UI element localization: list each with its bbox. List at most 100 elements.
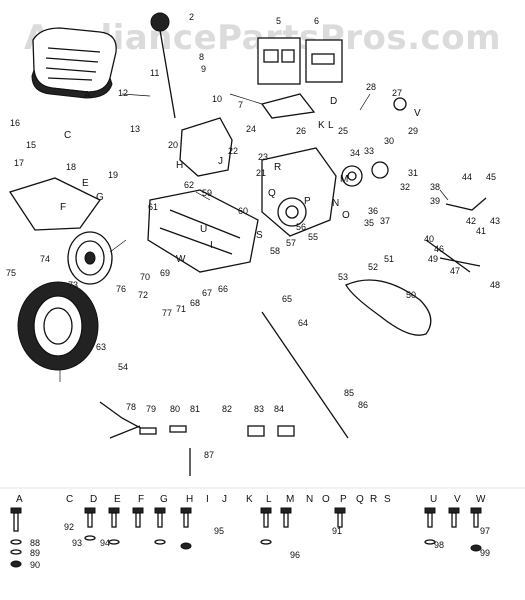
part-label-41: 41 xyxy=(476,226,486,236)
key-letter-V: V xyxy=(454,494,461,505)
part-label-94: 94 xyxy=(100,538,110,548)
part-label-76: 76 xyxy=(116,284,126,294)
part-label-98: 98 xyxy=(434,540,444,550)
key-letter-J: J xyxy=(222,494,227,505)
letter-W: W xyxy=(176,254,186,265)
key-letter-P: P xyxy=(340,494,347,505)
fender-panel xyxy=(8,177,101,231)
part-label-93: 93 xyxy=(72,538,82,548)
part-label-62: 62 xyxy=(184,180,194,190)
part-label-55: 55 xyxy=(308,232,318,242)
part-label-50: 50 xyxy=(406,290,416,300)
part-label-63: 63 xyxy=(96,342,106,352)
part-label-7: 7 xyxy=(238,100,243,110)
key-letter-R: R xyxy=(370,494,377,505)
part-label-92: 92 xyxy=(64,522,74,532)
key-letter-M: M xyxy=(286,494,294,505)
part-label-95: 95 xyxy=(214,526,224,536)
part-label-28: 28 xyxy=(366,82,376,92)
part-label-44: 44 xyxy=(462,172,472,182)
part-label-65: 65 xyxy=(282,294,292,304)
key-letter-U: U xyxy=(430,494,437,505)
part-label-83: 83 xyxy=(254,404,264,414)
part-label-51: 51 xyxy=(384,254,394,264)
part-label-47: 47 xyxy=(450,266,460,276)
key-letter-I: I xyxy=(206,494,209,505)
transmission-assembly xyxy=(261,147,363,237)
letter-C: C xyxy=(64,130,71,141)
letter-J: J xyxy=(218,156,223,167)
part-label-29: 29 xyxy=(408,126,418,136)
part-label-18: 18 xyxy=(66,162,76,172)
part-label-23: 23 xyxy=(258,152,268,162)
letter-G: G xyxy=(96,192,104,203)
part-label-34: 34 xyxy=(350,148,360,158)
part-label-57: 57 xyxy=(286,238,296,248)
console-plates xyxy=(257,37,343,85)
letter-R: R xyxy=(274,162,281,173)
callout-labels: 2 5 6 7 8 9 10 11 12 13 15 16 17 18 19 2… xyxy=(6,12,500,570)
part-label-39: 39 xyxy=(430,196,440,206)
part-label-90: 90 xyxy=(30,560,40,570)
diagram-letter-labels: A C D E F G H I J K L M N O P Q R S U V … xyxy=(60,90,421,265)
letter-I: I xyxy=(210,240,213,251)
part-label-33: 33 xyxy=(364,146,374,156)
part-label-20: 20 xyxy=(168,140,178,150)
part-label-35: 35 xyxy=(364,218,374,228)
part-label-2: 2 xyxy=(189,12,194,22)
letter-D: D xyxy=(330,96,337,107)
hardware-bolts xyxy=(10,507,482,568)
part-label-73: 73 xyxy=(68,280,78,290)
shift-rod xyxy=(261,311,349,439)
part-label-27: 27 xyxy=(392,88,402,98)
part-label-16: 16 xyxy=(10,118,20,128)
part-label-46: 46 xyxy=(434,244,444,254)
key-letter-H: H xyxy=(186,494,193,505)
part-label-48: 48 xyxy=(490,280,500,290)
letter-N: N xyxy=(332,198,339,209)
letter-A: A xyxy=(84,90,91,101)
part-label-81: 81 xyxy=(190,404,200,414)
part-label-8: 8 xyxy=(199,52,204,62)
part-label-54: 54 xyxy=(118,362,128,372)
part-label-12: 12 xyxy=(118,88,128,98)
key-letter-Q: Q xyxy=(356,494,364,505)
brake-linkage xyxy=(99,401,295,476)
part-label-60: 60 xyxy=(238,206,248,216)
part-label-72: 72 xyxy=(138,290,148,300)
letter-L: L xyxy=(328,120,334,131)
part-label-84: 84 xyxy=(274,404,284,414)
part-label-87: 87 xyxy=(204,450,214,460)
key-letter-W: W xyxy=(476,494,486,505)
part-label-89: 89 xyxy=(30,548,40,558)
part-label-77: 77 xyxy=(162,308,172,318)
key-letter-A: A xyxy=(16,494,23,505)
part-label-38: 38 xyxy=(430,182,440,192)
part-label-42: 42 xyxy=(466,216,476,226)
part-label-9: 9 xyxy=(201,64,206,74)
drive-belt xyxy=(345,279,432,336)
part-label-53: 53 xyxy=(338,272,348,282)
part-label-64: 64 xyxy=(298,318,308,328)
part-label-74: 74 xyxy=(40,254,50,264)
part-label-21: 21 xyxy=(256,168,266,178)
part-label-80: 80 xyxy=(170,404,180,414)
part-label-24: 24 xyxy=(246,124,256,134)
dash-housing xyxy=(150,12,316,177)
leader-lines xyxy=(59,93,449,382)
part-label-78: 78 xyxy=(126,402,136,412)
letter-V: V xyxy=(414,108,421,119)
letter-P: P xyxy=(304,196,311,207)
key-letter-K: K xyxy=(246,494,253,505)
part-label-71: 71 xyxy=(176,304,186,314)
part-label-11: 11 xyxy=(150,68,159,78)
part-label-30: 30 xyxy=(384,136,394,146)
part-label-91: 91 xyxy=(332,526,342,536)
part-label-45: 45 xyxy=(486,172,496,182)
part-label-26: 26 xyxy=(296,126,306,136)
part-label-75: 75 xyxy=(6,268,16,278)
letter-O: O xyxy=(342,210,350,221)
hardware-key: A C D E F G H I J K L M N O P Q R S U V … xyxy=(16,494,486,505)
part-label-82: 82 xyxy=(222,404,232,414)
